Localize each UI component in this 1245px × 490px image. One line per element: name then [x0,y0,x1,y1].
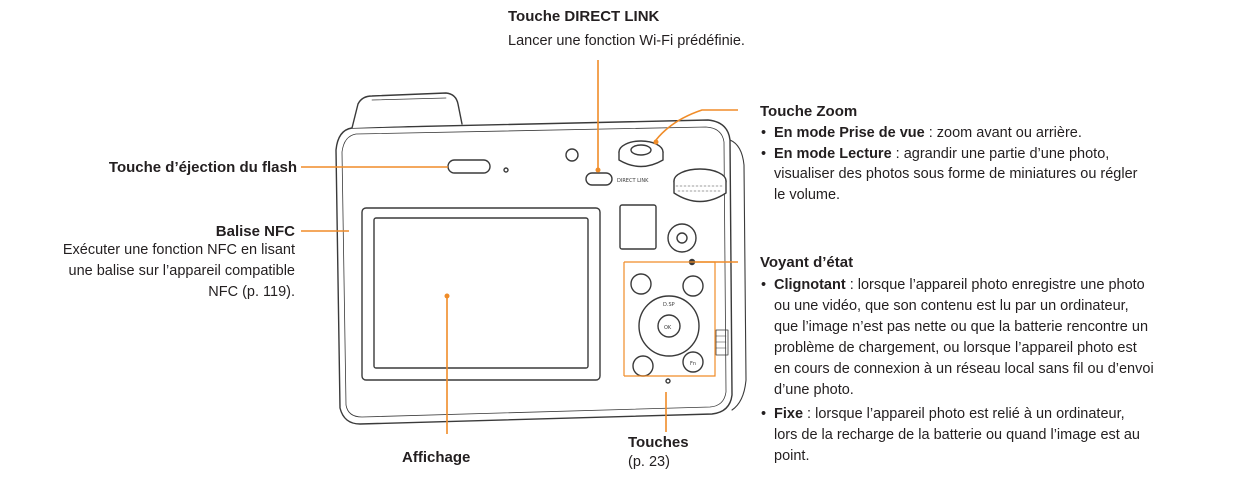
flash-eject-title: Touche d’éjection du flash [108,159,297,176]
leader-zoom [655,109,738,141]
buttons-ref: (p. 23) [628,454,670,470]
display-title: Affichage [402,449,471,466]
buttons-title: Touches [628,434,689,451]
display-screen [361,207,601,381]
status-item-steady: Fixe : lorsque l’appareil photo est reli… [758,404,1154,467]
zoom-title: Touche Zoom [760,103,858,120]
svg-text:OK: OK [664,325,672,331]
direct-link-button [585,172,613,186]
nfc-desc-line-1: Exécuter une fonction NFC en lisant [62,242,295,258]
direct-link-desc: Lancer une fonction Wi-Fi prédéfinie. [508,33,745,49]
buttons-bracket [623,261,716,377]
nfc-title: Balise NFC [215,223,295,240]
zoom-item-playback: En mode Lecture : agrandir une partie d’… [758,144,1137,206]
status-item-blinking: Clignotant : lorsque l’appareil photo en… [758,275,1154,401]
direct-link-print: DIRECT LINK [617,178,649,184]
zoom-item-shooting: En mode Prise de vue : zoom avant ou arr… [758,123,1137,144]
flash-eject-button [447,159,491,174]
status-list: Clignotant : lorsque l’appareil photo en… [758,275,1154,467]
svg-text:D.SP: D.SP [663,302,675,308]
d-pad [638,295,700,357]
nfc-desc-line-2: une balise sur l’appareil compatible [68,263,296,279]
zoom-list: En mode Prise de vue : zoom avant ou arr… [758,123,1137,205]
flash-hump [351,92,463,129]
svg-text:Fn: Fn [690,361,696,367]
status-title: Voyant d’état [760,254,854,271]
record-button [667,223,697,253]
direct-link-title: Touche DIRECT LINK [508,8,660,25]
nfc-desc-line-3: NFC (p. 119). [208,284,295,300]
